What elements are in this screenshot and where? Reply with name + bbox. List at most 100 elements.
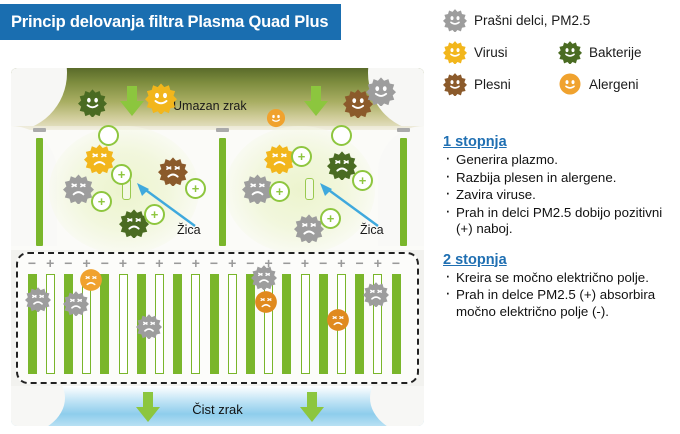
outlet-arrow-left [136, 392, 160, 422]
collector-plate-10 [209, 274, 219, 374]
stage-2-bullet-1: Prah in delce PM2.5 (+) absorbira močno … [443, 285, 680, 320]
collector-plate-9 [191, 274, 201, 374]
collector-sign-12: − [246, 255, 255, 271]
dirty-air-label: Umazan zrak [173, 99, 247, 113]
intake-arrow-right [304, 86, 328, 116]
dust-particle-icon-collected-5 [363, 282, 389, 307]
stage-2-heading: 2 stopnja [443, 251, 507, 268]
collector-sign-14: − [282, 255, 291, 271]
wire-pointer-left [137, 183, 196, 227]
collector-sign-10: − [209, 255, 219, 271]
allergen-icon [559, 73, 581, 95]
electrode-bar-1 [36, 138, 43, 246]
collector-plate-1 [45, 274, 55, 374]
outlet-curve-left [11, 386, 65, 426]
legend-label-mold: Plesni [474, 76, 511, 92]
bacteria-icon [558, 41, 582, 64]
collector-sign-3: + [82, 255, 91, 271]
outlet-curve-right [370, 386, 424, 426]
collector-plate-20 [391, 274, 401, 374]
plus-badge-8: + [320, 208, 341, 229]
page-title: Princip delovanja filtra Plasma Quad Plu… [11, 12, 329, 31]
mold-icon [443, 73, 467, 96]
dust-particle-icon-collected-4 [251, 265, 277, 290]
legend-label-dust: Prašni delci, PM2.5 [474, 12, 591, 28]
page-title-bar: Princip delovanja filtra Plasma Quad Plu… [0, 4, 341, 40]
plus-badge-3: + [185, 178, 206, 199]
legend: Prašni delci, PM2.5 Virusi Bakterije [443, 6, 680, 114]
legend-label-virus: Virusi [474, 44, 508, 60]
collector-sign-6: − [137, 255, 146, 271]
dust-particle-icon-charged-left [63, 174, 94, 204]
legend-item-bacteria: Bakterije [558, 40, 642, 64]
stage-1-bullet-2: Zavira viruse. [443, 185, 680, 204]
collector-sign-11: + [228, 255, 237, 271]
mold-icon [343, 89, 373, 118]
electrode-bar-3 [400, 138, 407, 246]
dust-particle-icon-collected-2 [25, 287, 51, 312]
stages-panel: 1 stopnja Generira plazmo. Razbija plese… [443, 134, 680, 321]
legend-item-allergen: Alergeni [558, 72, 639, 96]
plus-badge-5: + [291, 146, 312, 167]
stage-1-bullets: Generira plazmo. Razbija plesen in alerg… [443, 150, 680, 238]
ion-circle-right [331, 125, 352, 146]
collector-sign-row: −+−+−+−+−+−+−+−+−+−+− [18, 256, 421, 271]
virus-icon-charged-right [264, 144, 295, 174]
bacteria-icon [78, 89, 107, 117]
clean-air-label: Čist zrak [192, 402, 243, 417]
stage-2-bullets: Kreira se močno električno polje. Prah i… [443, 268, 680, 321]
collector-plate-5 [118, 274, 128, 374]
collector-plate-19 [373, 274, 383, 374]
stage-1-bullet-1: Razbija plesen in alergene. [443, 168, 680, 187]
bacteria-icon-charged-right [327, 151, 357, 180]
collector-plate-16 [318, 274, 328, 374]
plus-badge-2: + [91, 191, 112, 212]
dust-particle-icon-charged-right [242, 174, 273, 204]
collector-sign-0: − [27, 255, 37, 271]
collector-sign-19: + [373, 255, 382, 271]
electrode-minus-2 [216, 128, 229, 132]
collector-sign-9: + [191, 255, 200, 271]
allergen-icon-collected-2 [255, 291, 277, 313]
collector-sign-4: − [100, 255, 109, 271]
wire-pointer-right [320, 183, 379, 227]
legend-label-bacteria: Bakterije [589, 44, 642, 60]
collector-plate-2 [63, 274, 73, 374]
collector-sign-1: + [46, 255, 55, 271]
inlet-curve-left [11, 68, 67, 132]
stage-1-bullet-3: Prah in delci PM2.5 dobijo pozitivni (+)… [443, 203, 680, 238]
collector-sign-16: − [319, 255, 328, 271]
collector-sign-5: + [118, 255, 128, 271]
collector-section: −+−+−+−+−+−+−+−+−+−+− [16, 252, 419, 384]
collector-plate-15 [300, 274, 310, 374]
collector-sign-18: − [355, 255, 364, 271]
collector-plate-14 [282, 274, 292, 374]
legend-item-dust: Prašni delci, PM2.5 [443, 8, 590, 32]
wire-label-left: Žica [177, 223, 201, 237]
plus-badge-7: + [352, 170, 373, 191]
electrode-minus-3 [397, 128, 410, 132]
wire-label-right: Žica [360, 223, 384, 237]
collector-sign-2: − [64, 255, 73, 271]
stage-1-heading: 1 stopnja [443, 134, 507, 150]
dust-particle-icon-collected-3 [136, 314, 162, 339]
dust-particle-icon-charged-right-2 [294, 214, 324, 243]
allergen-icon-collected-1 [80, 269, 102, 291]
collector-plate-4 [100, 274, 110, 374]
intake-arrow-left [120, 86, 144, 116]
collector-plate-18 [355, 274, 365, 374]
outlet-arrow-right [300, 392, 324, 422]
collector-sign-8: − [173, 255, 182, 271]
virus-icon [443, 41, 467, 64]
wire-electrode-right [305, 178, 314, 200]
electrode-minus-1 [33, 128, 46, 132]
collector-plate-8 [173, 274, 183, 374]
collector-sign-20: − [391, 255, 401, 271]
dust-particle-icon [366, 77, 396, 106]
stage-1-bullet-0: Generira plazmo. [443, 150, 680, 169]
allergen-icon-collected-3 [327, 309, 349, 331]
legend-label-allergen: Alergeni [589, 76, 639, 92]
virus-icon-charged-left [84, 144, 115, 174]
plus-badge-6: + [269, 181, 290, 202]
